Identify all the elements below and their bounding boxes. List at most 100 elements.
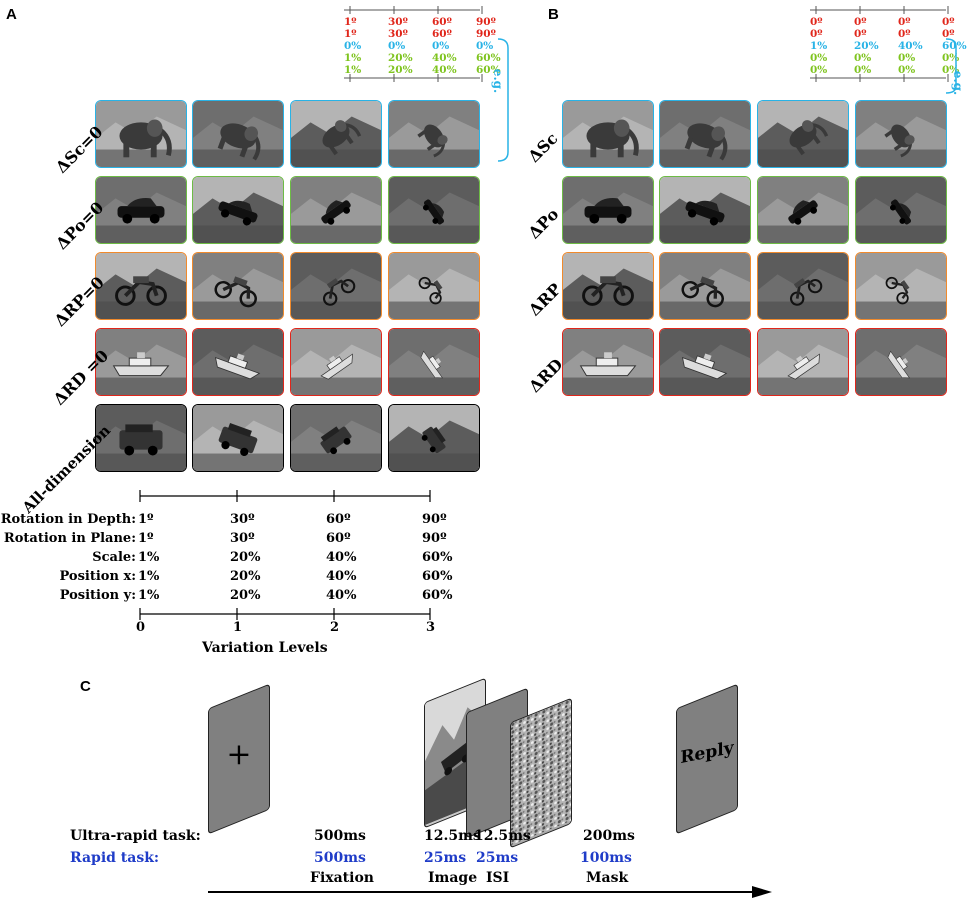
panel-a-variation-value: 1º: [138, 512, 154, 527]
panel-b-thumbnail-car: [855, 176, 947, 244]
panel-a-variation-value: 40%: [326, 550, 357, 565]
panel-b-row-label-position: ΔPo: [524, 204, 563, 243]
panel-a-variation-value: 60%: [422, 550, 453, 565]
panel-a-variation-value: 90º: [422, 512, 447, 527]
phase-image-label: Image: [428, 870, 478, 886]
panel-a-thumbnail-suv: [95, 404, 187, 472]
panel-a-variation-value: 1º: [138, 531, 154, 546]
panel-a-eg-bracket: [497, 38, 509, 162]
panel-a-thumbnail-elephant: [95, 100, 187, 168]
panel-a-thumbnail-ship: [192, 328, 284, 396]
panel-a-thumbnail-car: [95, 176, 187, 244]
panel-b-top-scale-value: 0%: [854, 64, 872, 76]
rapid-image-time: 25ms: [424, 850, 467, 866]
phase-mask-label: Mask: [586, 870, 629, 886]
time-arrow: [208, 886, 772, 898]
panel-a-top-scale-value: 60%: [476, 64, 501, 76]
ultra-mask-time: 200ms: [583, 828, 635, 844]
panel-a-thumbnail-elephant: [192, 100, 284, 168]
panel-a-top-scale-value: 90º: [476, 28, 496, 40]
phase-isi-label: ISI: [486, 870, 510, 886]
panel-b-top-scale-value: 0º: [810, 16, 823, 28]
panel-a-bottom-scale-axes: [139, 490, 431, 620]
panel-b-top-scale-value: 0º: [942, 28, 955, 40]
panel-a-variation-value: 90º: [422, 531, 447, 546]
panel-b-top-scale-value: 0º: [854, 28, 867, 40]
panel-a-thumbnail-suv: [388, 404, 480, 472]
panel-a-variation-value: 60%: [422, 588, 453, 603]
panel-b-top-scale-value: 0º: [854, 16, 867, 28]
panel-a-top-scale-value: 30º: [388, 16, 408, 28]
panel-a-top-scale-value: 20%: [388, 64, 413, 76]
panel-b-top-scale-value: 0%: [810, 52, 828, 64]
rapid-fixation-time: 500ms: [314, 850, 366, 866]
panel-a-top-scale-value: 0%: [476, 40, 494, 52]
panel-b-thumbnail-elephant: [855, 100, 947, 168]
panel-b-top-scale-value: 0%: [898, 64, 916, 76]
panel-b-thumbnail-elephant: [659, 100, 751, 168]
panel-a-top-scale-value: 1º: [344, 28, 357, 40]
mask-noise: [511, 698, 571, 846]
panel-b-top-scale-value: 0º: [810, 28, 823, 40]
panel-b-thumbnail-ship: [855, 328, 947, 396]
panel-b-top-scale-value: 0%: [942, 52, 960, 64]
panel-a-top-scale-lines: [344, 6, 483, 82]
panel-a-variation-value: 20%: [230, 550, 261, 565]
panel-a-thumbnail-car: [388, 176, 480, 244]
panel-a-variation-value: 20%: [230, 588, 261, 603]
panel-a-variation-value: 60%: [422, 569, 453, 584]
panel-b-eg-bracket: [945, 38, 957, 94]
panel-a-thumbnail-ship: [95, 328, 187, 396]
panel-b-thumbnail-elephant: [757, 100, 849, 168]
panel-a-top-scale-value: 60º: [432, 28, 452, 40]
panel-a-top-scale-value: 90º: [476, 16, 496, 28]
panel-b-top-scale-value: 0º: [898, 16, 911, 28]
panel-a-thumbnail-motorbike: [95, 252, 187, 320]
panel-b-top-scale-value: 0%: [854, 52, 872, 64]
panel-a-thumbnail-elephant: [290, 100, 382, 168]
panel-a-thumbnail-ship: [290, 328, 382, 396]
panel-b-thumbnail-motorbike: [562, 252, 654, 320]
panel-b-top-scale-value: 1%: [810, 40, 828, 52]
panel-a-thumbnail-car: [290, 176, 382, 244]
panel-a-variation-label: Rotation in Plane:: [3, 531, 136, 546]
reply-text: Reply: [680, 737, 734, 769]
panel-a-top-scale-value: 1%: [344, 64, 362, 76]
panel-a-variation-value: 40%: [326, 588, 357, 603]
panel-a-eg-label: e.g.: [491, 68, 506, 94]
panel-a-variation-value: 20%: [230, 569, 261, 584]
panel-a-variation-value: 1%: [138, 588, 160, 603]
ultra-fixation-time: 500ms: [314, 828, 366, 844]
panel-a-top-scale-value: 20%: [388, 52, 413, 64]
ultra-rapid-task-label: Ultra-rapid task:: [70, 828, 201, 844]
panel-b-row-label-rotation-depth: ΔRD: [525, 354, 567, 397]
panel-b-top-scale-value: 0%: [942, 64, 960, 76]
rapid-isi-time: 25ms: [476, 850, 519, 866]
panel-a-top-scale-value: 60%: [476, 52, 501, 64]
panel-b-thumbnail-car: [562, 176, 654, 244]
panel-a-variation-label: Position x:: [59, 569, 137, 584]
panel-a-thumbnail-suv: [290, 404, 382, 472]
panel-a-variation-value: 1%: [138, 550, 160, 565]
panel-b-thumbnail-ship: [757, 328, 849, 396]
rapid-task-label: Rapid task:: [70, 850, 160, 866]
panel-b-thumbnail-car: [757, 176, 849, 244]
panel-a-level-tick-label: 2: [330, 620, 340, 635]
panel-a-top-scale-value: 1º: [344, 16, 357, 28]
panel-a-thumbnail-ship: [388, 328, 480, 396]
panel-a-thumbnail-elephant: [388, 100, 480, 168]
panel-a-variation-value: 1%: [138, 569, 160, 584]
ultra-image-time: 12.5ms: [424, 828, 481, 844]
panel-a-variation-label: Scale:: [92, 550, 136, 565]
panel-b-thumbnail-car: [659, 176, 751, 244]
rapid-mask-time: 100ms: [580, 850, 632, 866]
panel-a-variation-value: 40%: [326, 569, 357, 584]
panel-a-level-tick-label: 1: [233, 620, 243, 635]
phase-fixation-label: Fixation: [310, 870, 374, 886]
panel-a-top-scale-value: 40%: [432, 52, 457, 64]
panel-b-thumbnail-motorbike: [855, 252, 947, 320]
panel-a-variation-value: 60º: [326, 512, 351, 527]
panel-b-thumbnail-elephant: [562, 100, 654, 168]
panel-b-top-scale-value: 20%: [854, 40, 879, 52]
panel-a-thumbnail-motorbike: [290, 252, 382, 320]
